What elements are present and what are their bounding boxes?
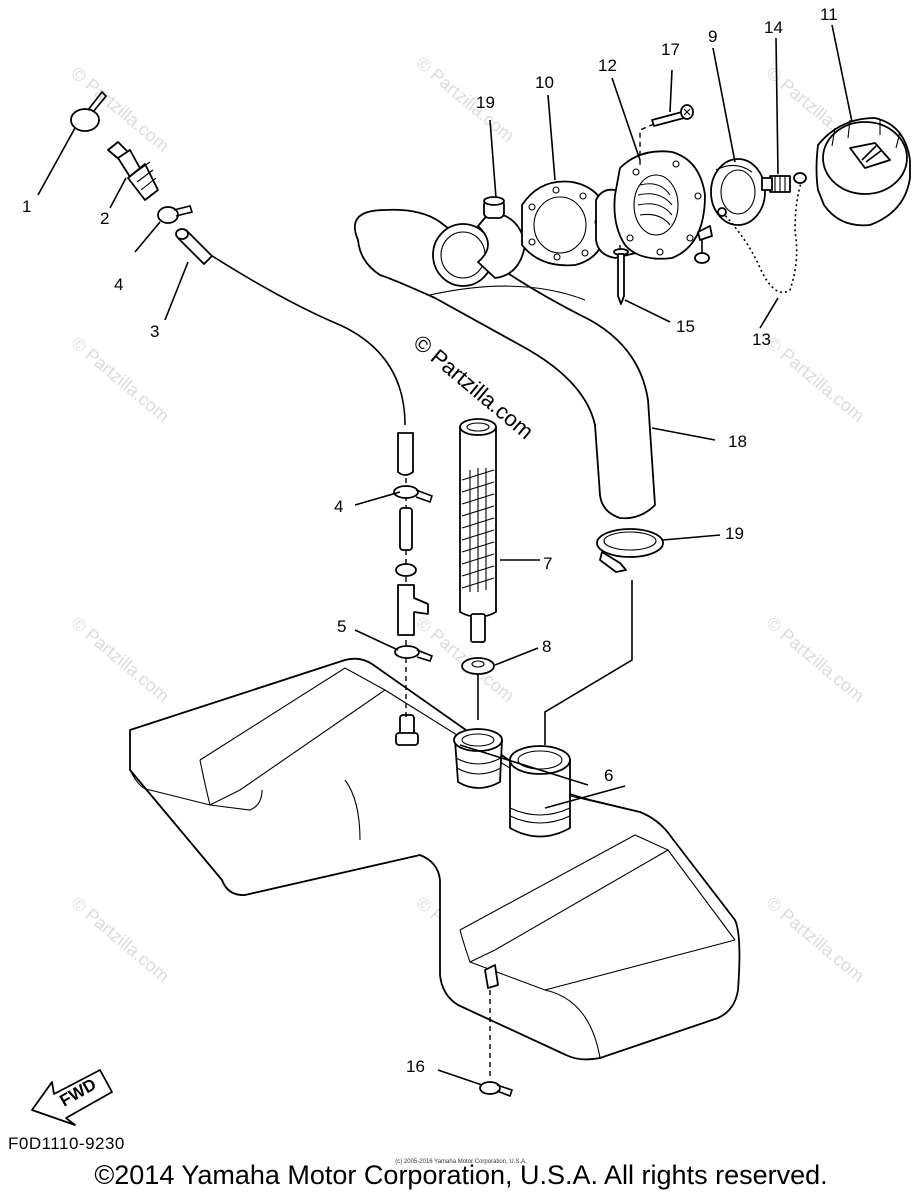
bolt-14 bbox=[761, 175, 791, 193]
callout-13: 13 bbox=[752, 330, 771, 349]
watermark-tile: © Partzilla.com bbox=[412, 53, 518, 146]
callout-5: 5 bbox=[337, 617, 346, 636]
rivet-15 bbox=[613, 245, 629, 305]
tank-hose-nipple bbox=[395, 714, 419, 746]
fuel-tank bbox=[129, 657, 741, 1061]
watermark-tile: © Partzilla.com bbox=[762, 613, 868, 706]
watermark-tile: © Partzilla.com bbox=[762, 333, 868, 426]
callout-18: 18 bbox=[728, 432, 747, 451]
fuel-filter bbox=[459, 418, 497, 643]
cap-chain-13 bbox=[694, 172, 807, 294]
callout-8: 8 bbox=[542, 637, 551, 656]
callout-1: 1 bbox=[22, 197, 31, 216]
clip-1 bbox=[70, 90, 108, 132]
callout-4-lower: 4 bbox=[334, 497, 343, 516]
hose-clamp-4-lower bbox=[393, 485, 434, 504]
callout-14: 14 bbox=[764, 18, 783, 37]
callout-11: 11 bbox=[820, 5, 838, 24]
tank-filler-neck bbox=[509, 745, 571, 838]
callout-19-lower: 19 bbox=[725, 524, 744, 543]
drain-clamp-16 bbox=[479, 964, 514, 1098]
filler-hose-18 bbox=[353, 208, 656, 520]
screw-17 bbox=[639, 104, 694, 168]
filler-seal-rings bbox=[432, 211, 526, 287]
callout-16: 16 bbox=[406, 1057, 425, 1076]
fuel-hose-3 bbox=[194, 244, 406, 426]
callout-9: 9 bbox=[708, 27, 717, 46]
callout-6: 6 bbox=[604, 766, 613, 785]
callout-2: 2 bbox=[100, 209, 109, 228]
callout-3: 3 bbox=[150, 322, 159, 341]
watermark-tile: © Partzilla.com bbox=[412, 613, 518, 706]
watermark-tile: © Partzilla.com bbox=[67, 613, 173, 706]
hose-clamp-19-lower bbox=[544, 528, 664, 745]
callout-12: 12 bbox=[598, 56, 617, 75]
copyright-small: (c) 2005-2016 Yamaha Motor Corporation, … bbox=[395, 1159, 527, 1165]
bolt-19-upper bbox=[483, 196, 505, 219]
callout-15: 15 bbox=[676, 317, 695, 336]
fwd-arrow-icon: FWD bbox=[31, 1069, 113, 1126]
watermark-tile: © Partzilla.com bbox=[762, 893, 868, 986]
drawing-code: F0D1110-9230 bbox=[8, 1134, 125, 1153]
callout-7: 7 bbox=[543, 554, 552, 573]
filler-flange-12 bbox=[595, 150, 706, 260]
hose-fittings bbox=[395, 478, 429, 720]
callout-4-upper: 4 bbox=[114, 275, 123, 294]
callout-17: 17 bbox=[661, 40, 680, 59]
callout-19-upper: 19 bbox=[476, 93, 495, 112]
hose-clamp-4-upper bbox=[157, 205, 194, 224]
washer-8 bbox=[461, 657, 495, 720]
watermark-tile: © Partzilla.com bbox=[67, 893, 173, 986]
watermark-tile: © Partzilla.com bbox=[67, 333, 173, 426]
leader-lines bbox=[37, 24, 853, 1086]
callout-10: 10 bbox=[535, 73, 554, 92]
callout-numbers: 1 2 4 3 4 5 7 8 6 18 19 19 10 12 17 9 14… bbox=[22, 5, 838, 1076]
fuel-cap-11 bbox=[815, 117, 911, 227]
hose-clamp-5 bbox=[394, 645, 434, 662]
hose-end bbox=[397, 432, 414, 476]
fuel-joint-2 bbox=[107, 141, 159, 201]
copyright-notice: ©2014 Yamaha Motor Corporation, U.S.A. A… bbox=[94, 1160, 828, 1190]
tank-small-neck bbox=[453, 728, 503, 789]
filter-mesh bbox=[461, 468, 495, 592]
hose-end-upper bbox=[175, 228, 213, 265]
